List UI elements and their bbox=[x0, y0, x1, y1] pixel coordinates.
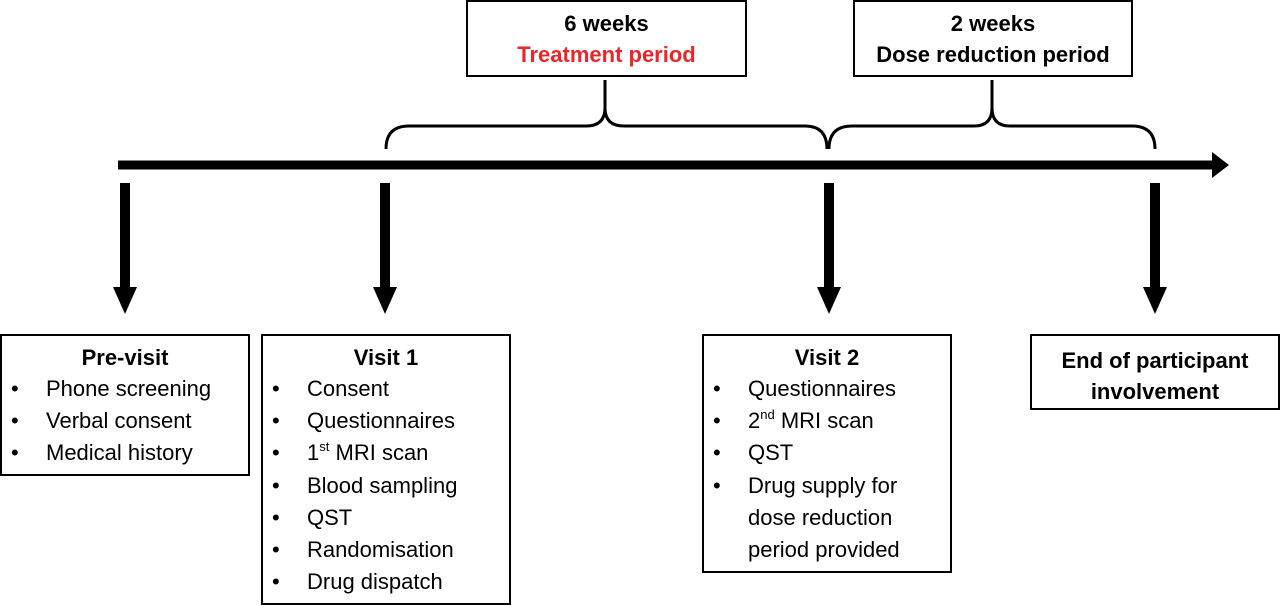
brace-dose-reduction-period bbox=[827, 107, 1157, 150]
visit1-title: Visit 1 bbox=[353, 345, 419, 370]
visit2-box: Visit 2 Questionnaires 2nd MRI scan QST … bbox=[702, 334, 952, 573]
list-item: Phone screening bbox=[2, 373, 248, 405]
treatment-label: Treatment period bbox=[517, 42, 696, 67]
timeline-arrowhead bbox=[1212, 152, 1229, 178]
end-title: End of participant involvement bbox=[1032, 345, 1278, 407]
visit2-title: Visit 2 bbox=[794, 345, 860, 370]
treatment-period-box: 6 weeks Treatment period bbox=[466, 0, 747, 77]
brace-treatment-period bbox=[384, 107, 829, 150]
dose-reduction-duration: 2 weeks bbox=[950, 11, 1036, 36]
list-item: Verbal consent bbox=[2, 405, 248, 437]
mri-label: MRI scan bbox=[335, 440, 429, 466]
list-item: QST bbox=[263, 502, 509, 534]
visit2-list: Questionnaires 2nd MRI scan QST Drug sup… bbox=[704, 373, 950, 566]
list-item: Drug dispatch bbox=[263, 566, 509, 598]
list-item: QST bbox=[704, 437, 950, 469]
list-item: Drug supply for dose reduction period pr… bbox=[704, 470, 950, 567]
down-arrow-previsit bbox=[113, 183, 137, 314]
list-item: Questionnaires bbox=[704, 373, 950, 405]
down-arrow-end bbox=[1143, 183, 1167, 314]
end-title-line1: End of participant bbox=[1061, 348, 1249, 373]
dose-reduction-label: Dose reduction period bbox=[876, 42, 1110, 67]
mri-ordinal-suffix: nd bbox=[760, 407, 775, 423]
list-item: 1st MRI scan bbox=[263, 437, 509, 469]
down-arrow-visit1 bbox=[373, 183, 397, 314]
mri-label: MRI scan bbox=[780, 408, 874, 434]
end-title-line2: involvement bbox=[1090, 379, 1220, 404]
dose-reduction-period-box: 2 weeks Dose reduction period bbox=[853, 0, 1133, 77]
list-item: 2nd MRI scan bbox=[704, 405, 950, 437]
list-item: Randomisation bbox=[263, 534, 509, 566]
treatment-duration: 6 weeks bbox=[564, 11, 649, 36]
mri-ordinal: 2 bbox=[748, 408, 761, 434]
mri-ordinal-suffix: st bbox=[319, 439, 330, 455]
mri-ordinal: 1 bbox=[307, 440, 320, 466]
list-item: Consent bbox=[263, 373, 509, 405]
down-arrow-visit2 bbox=[817, 183, 841, 314]
list-item: Blood sampling bbox=[263, 470, 509, 502]
list-item: Medical history bbox=[2, 437, 248, 469]
visit1-box: Visit 1 Consent Questionnaires 1st MRI s… bbox=[261, 334, 511, 605]
end-box: End of participant involvement bbox=[1030, 334, 1280, 410]
previsit-list: Phone screening Verbal consent Medical h… bbox=[2, 373, 248, 470]
previsit-title: Pre-visit bbox=[81, 345, 169, 370]
previsit-box: Pre-visit Phone screening Verbal consent… bbox=[0, 334, 250, 476]
list-item: Questionnaires bbox=[263, 405, 509, 437]
visit1-list: Consent Questionnaires 1st MRI scan Bloo… bbox=[263, 373, 509, 599]
